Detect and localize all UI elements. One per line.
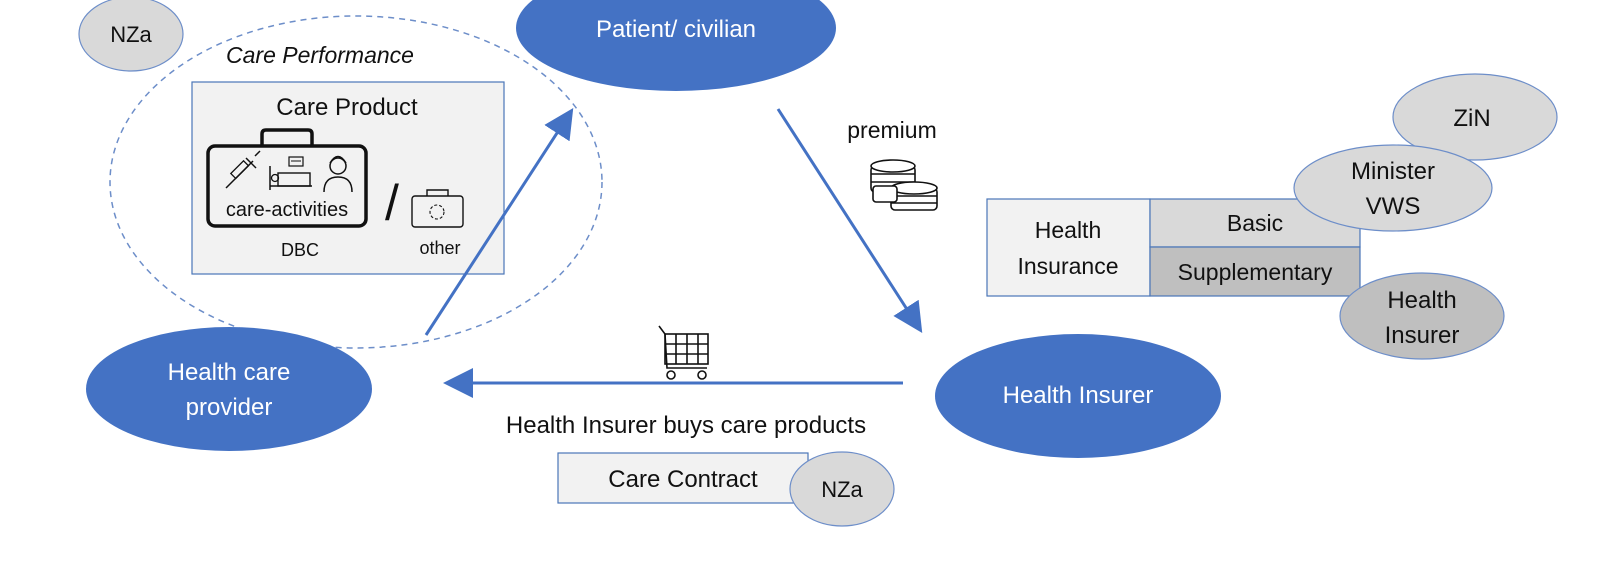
separator-slash: / (385, 175, 399, 231)
health-insurance-line2: Insurance (1017, 253, 1118, 279)
health-insurer-reg-line2: Insurer (1385, 322, 1460, 349)
nza-regulator-contract (789, 451, 895, 527)
health-insurance-cell (986, 198, 1151, 297)
health-insurer-node (935, 334, 1221, 458)
care-product-title: Care Product (276, 94, 418, 121)
buys-care-products-label: Health Insurer buys care products (506, 412, 866, 439)
hospital-bed-icon (269, 156, 312, 190)
health-care-provider-node (86, 327, 372, 451)
supplementary-cell (1149, 246, 1361, 297)
dbc-label: DBC (281, 240, 319, 260)
provider-label-line2: provider (186, 394, 273, 421)
minister-label-line2: VWS (1366, 193, 1421, 220)
zin-label: ZiN (1453, 105, 1490, 132)
care-contract-box (557, 452, 809, 504)
supplementary-label: Supplementary (1178, 259, 1333, 285)
minister-label-line1: Minister (1351, 158, 1435, 185)
health-insurance-line1: Health (1035, 217, 1101, 243)
care-contract-label: Care Contract (608, 466, 758, 493)
provider-to-patient-arrow (424, 107, 574, 336)
provider-label-line1: Health care (168, 359, 291, 386)
nza-top-label: NZa (110, 22, 152, 47)
first-aid-kit-icon (411, 189, 464, 228)
care-activities-label: care-activities (226, 199, 348, 221)
coins-icon (870, 159, 938, 211)
shopping-cart-icon (658, 325, 709, 380)
patient-label: Patient/ civilian (596, 16, 756, 43)
minister-vws-regulator (1293, 144, 1493, 232)
health-insurer-regulator (1339, 272, 1505, 360)
nza-contract-label: NZa (821, 477, 863, 502)
premium-label: premium (847, 117, 936, 143)
syringe-icon (225, 150, 261, 189)
health-insurer-reg-line1: Health (1387, 287, 1456, 314)
insurer-label: Health Insurer (1003, 382, 1154, 409)
care-performance-boundary (109, 15, 603, 349)
other-label: other (419, 238, 460, 258)
patient-node (516, 0, 836, 91)
patient-to-insurer-arrow (776, 108, 923, 334)
zin-regulator (1392, 73, 1558, 161)
nza-regulator-top (78, 0, 184, 72)
care-performance-title: Care Performance (226, 42, 414, 68)
nurse-icon (323, 155, 353, 193)
basic-label: Basic (1227, 210, 1283, 236)
